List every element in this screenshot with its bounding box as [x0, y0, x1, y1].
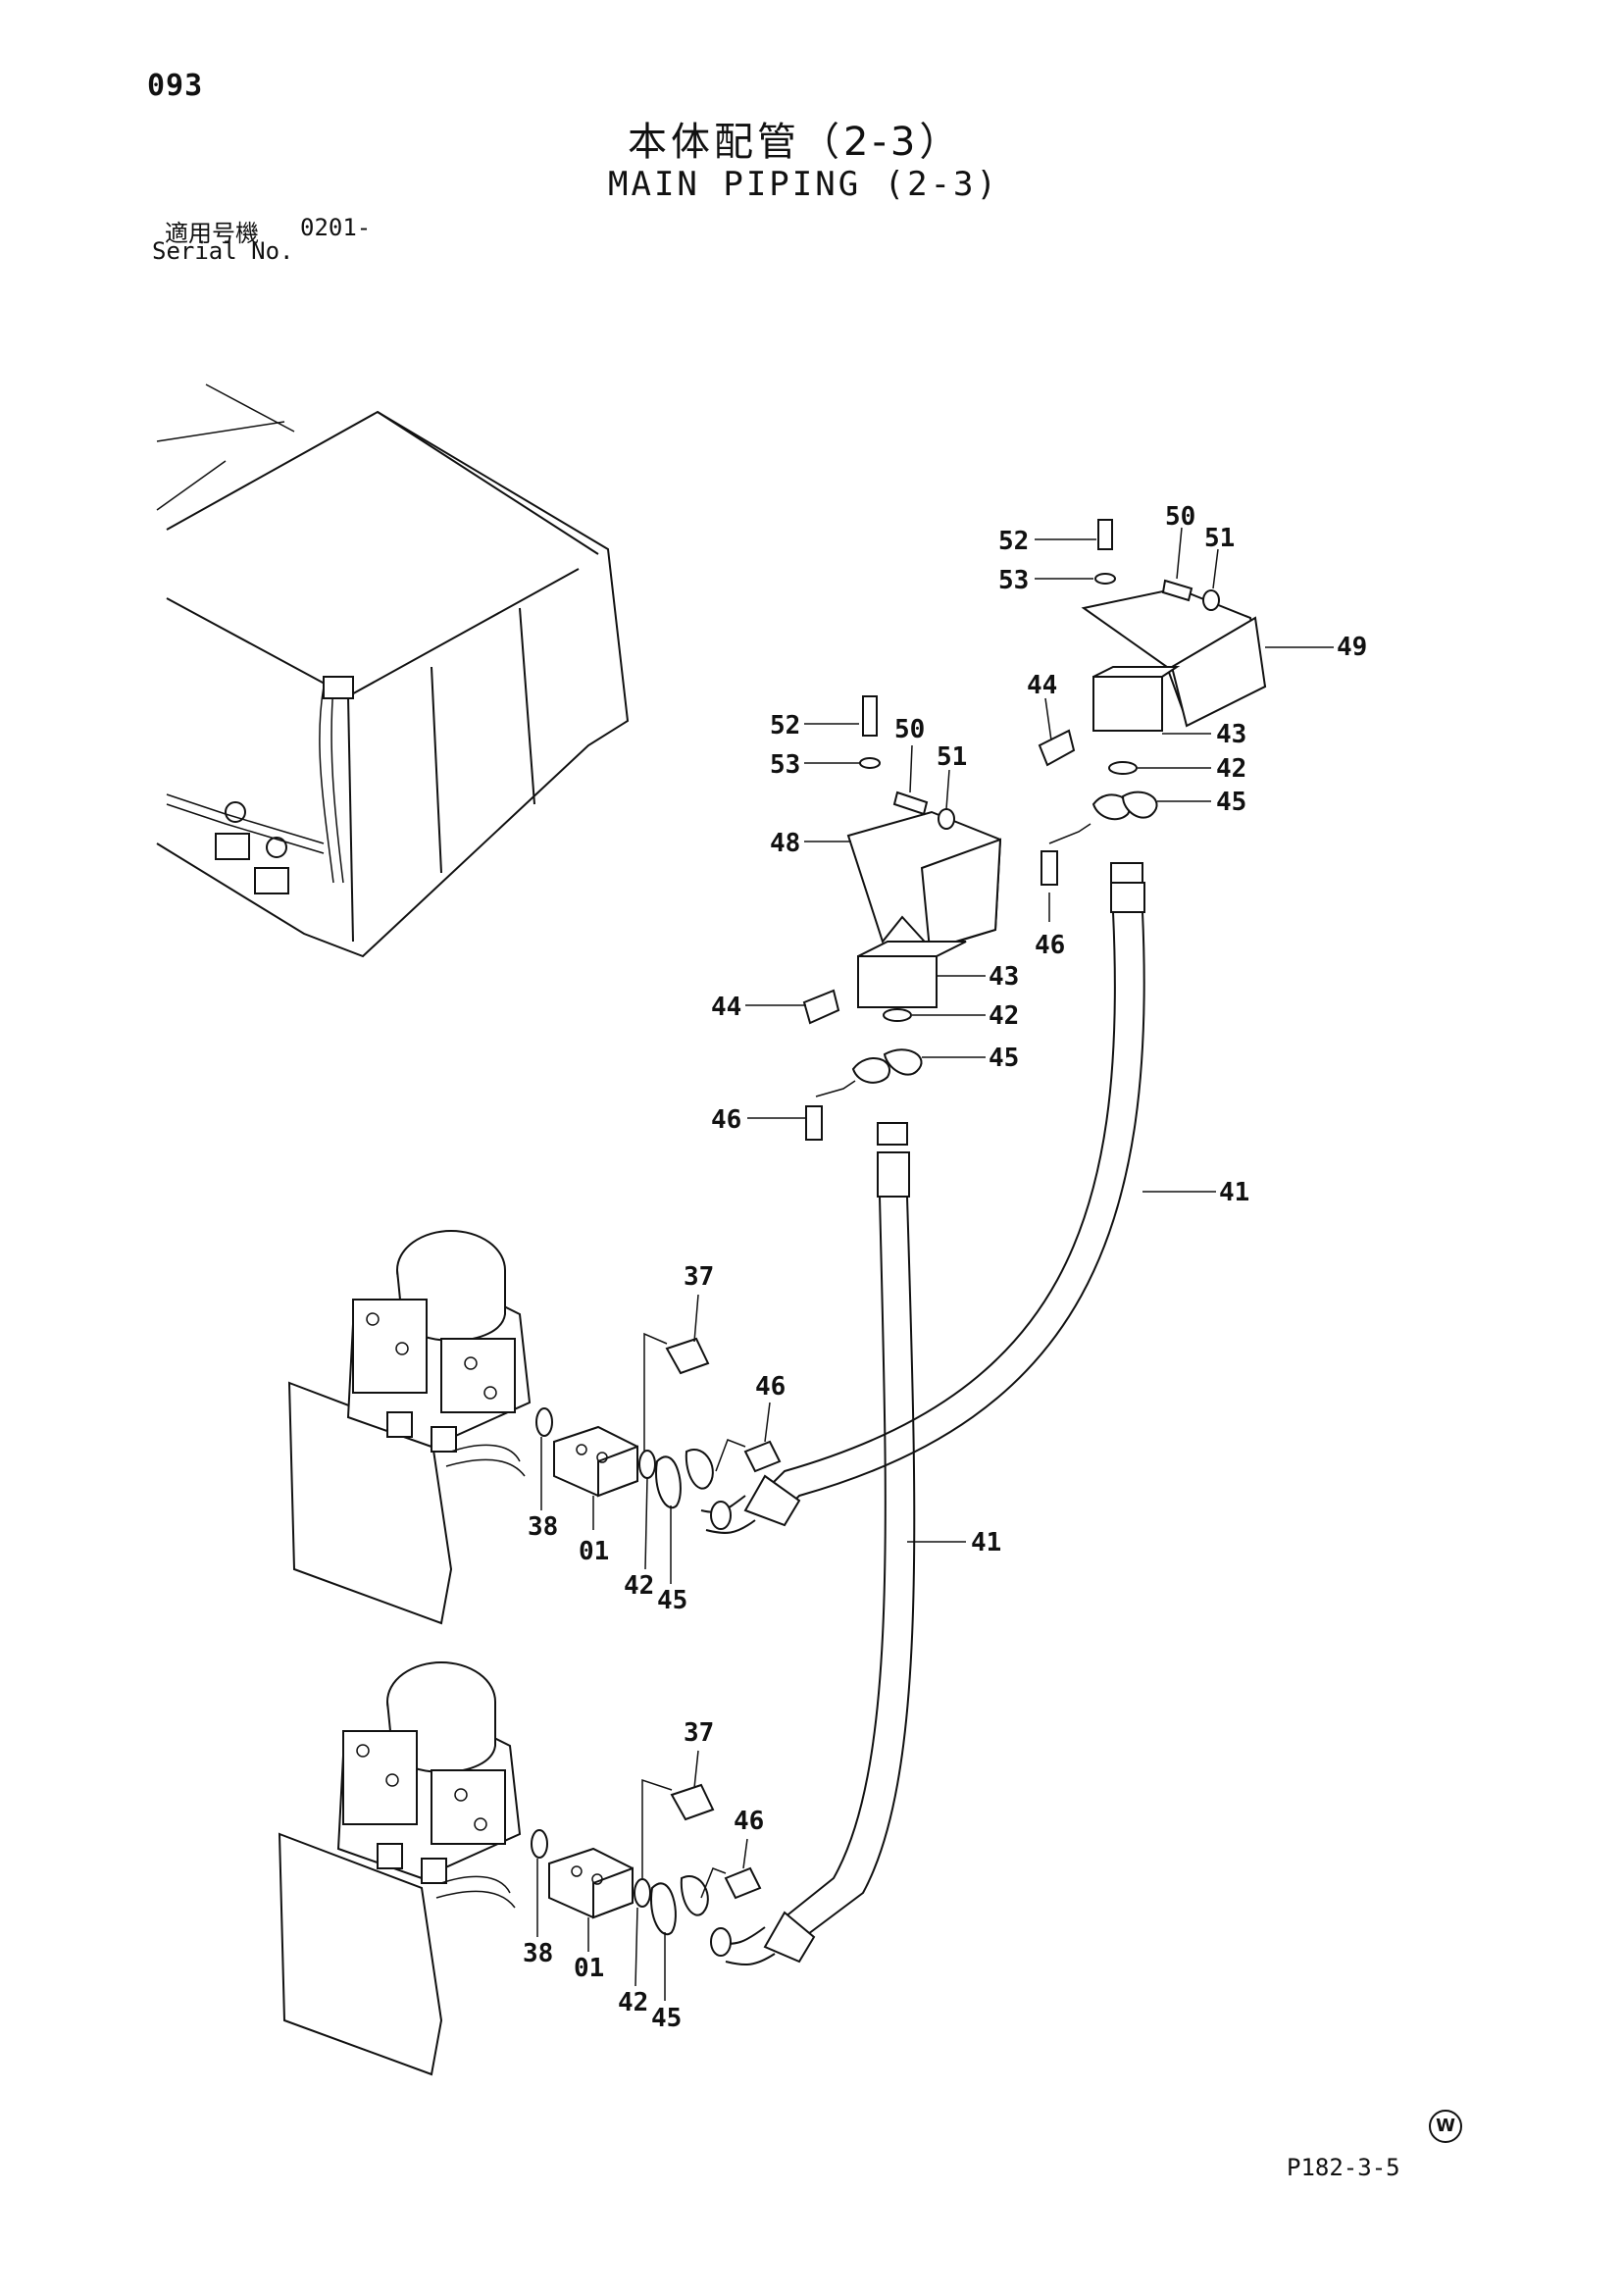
- callout-49: 49: [1337, 633, 1367, 662]
- callout-53: 53: [998, 566, 1029, 595]
- callout-50: 50: [1165, 502, 1195, 532]
- callout-01: 01: [579, 1537, 609, 1566]
- callout-42: 42: [624, 1571, 654, 1601]
- serial-label-english: Serial No.: [152, 237, 294, 265]
- callout-38: 38: [523, 1939, 553, 1968]
- callout-42: 42: [989, 1001, 1019, 1031]
- callout-44: 44: [711, 993, 741, 1022]
- callout-37: 37: [684, 1718, 714, 1748]
- callout-45: 45: [657, 1586, 687, 1615]
- callout-52: 52: [770, 711, 800, 740]
- hose-41-upper: [700, 882, 1145, 1534]
- title-english: MAIN PIPING (2-3): [608, 165, 999, 204]
- callout-50: 50: [894, 715, 925, 744]
- hose-41-lower: [715, 1151, 916, 1966]
- serial-label-japanese: 適用号機: [165, 220, 259, 247]
- callout-52: 52: [998, 527, 1029, 556]
- callout-46: 46: [755, 1372, 786, 1402]
- motor-assembly-upper: [287, 1230, 532, 1625]
- callout-45: 45: [989, 1044, 1019, 1073]
- serial-value: 0201-: [300, 214, 372, 241]
- bracket-48-assembly: [802, 695, 1002, 1146]
- callout-41: 41: [971, 1528, 1001, 1557]
- callout-45: 45: [651, 2004, 682, 2033]
- callout-48: 48: [770, 829, 800, 858]
- callout-42: 42: [1216, 754, 1246, 784]
- bracket-49-assembly: [1038, 519, 1267, 886]
- w-mark-icon: W: [1429, 2110, 1462, 2143]
- callout-46: 46: [734, 1807, 764, 1836]
- callout-51: 51: [1204, 524, 1235, 553]
- callout-42: 42: [618, 1988, 648, 2017]
- port-block-lower: [531, 1778, 762, 1957]
- title-japanese: 本体配管（2-3）: [628, 120, 963, 165]
- port-block-upper: [535, 1332, 782, 1530]
- callout-46: 46: [711, 1105, 741, 1135]
- motor-assembly-lower: [278, 1661, 522, 2076]
- callout-37: 37: [684, 1262, 714, 1292]
- callout-41: 41: [1219, 1178, 1249, 1207]
- callout-labels: 52 53 50 51 49 44 43 42 45 46 52 53 50 5…: [523, 502, 1367, 2033]
- callout-01: 01: [574, 1954, 604, 1983]
- leader-lines: [536, 527, 1334, 2001]
- callout-44: 44: [1027, 671, 1057, 700]
- callout-46: 46: [1035, 931, 1065, 960]
- machine-body-drawing: [156, 383, 630, 958]
- callout-38: 38: [528, 1512, 558, 1542]
- callout-51: 51: [937, 742, 967, 772]
- reference-code: P182-3-5: [1287, 2154, 1400, 2181]
- callout-45: 45: [1216, 788, 1246, 817]
- callout-43: 43: [1216, 720, 1246, 749]
- callout-43: 43: [989, 962, 1019, 992]
- callout-53: 53: [770, 750, 800, 780]
- page-number: 093: [147, 69, 204, 103]
